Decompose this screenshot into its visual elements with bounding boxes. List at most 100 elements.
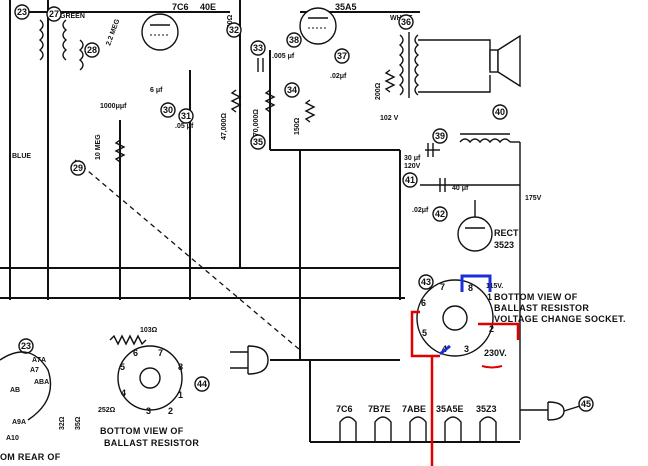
svg-text:1: 1 [487, 292, 492, 302]
svg-text:39: 39 [435, 131, 445, 141]
resistor-10meg [114, 139, 126, 163]
c-30-label: 30 μf [404, 155, 421, 162]
c-02-label: .02μf [330, 73, 347, 80]
svg-text:43: 43 [421, 277, 431, 287]
dashed-link [74, 159, 301, 351]
svg-text:32: 32 [229, 25, 239, 35]
svg-text:34: 34 [287, 85, 297, 95]
c-005-label: .005 μf [272, 53, 295, 60]
mf-label: 6 μf [150, 87, 163, 94]
tube-7c6-b-label: 40E [200, 2, 216, 12]
red-jumper-right [478, 322, 520, 340]
ac-plug-icon [230, 345, 269, 375]
ballast-note-line1: BOTTOM VIEW OF [100, 426, 184, 436]
svg-text:2: 2 [489, 324, 494, 334]
blue-label: BLUE [12, 153, 31, 160]
svg-text:35: 35 [253, 137, 263, 147]
tube-7c6-label: 7C6 [172, 2, 189, 12]
ballast-val-3: 35Ω [75, 416, 82, 430]
heater-string [339, 416, 497, 442]
green-label: GREEN [60, 13, 85, 20]
rect-label: RECT [494, 228, 519, 238]
svg-text:AB: AB [10, 387, 20, 394]
svg-text:7: 7 [158, 348, 163, 358]
c-102v-label: 102 V [380, 115, 399, 122]
heater-7c6 [339, 416, 357, 442]
svg-text:36: 36 [401, 17, 411, 27]
heater-35z3 [479, 416, 497, 442]
heater-label-1: 7C6 [336, 404, 353, 414]
svg-text:6: 6 [421, 298, 426, 308]
svg-text:29: 29 [73, 163, 83, 173]
svg-text:45: 45 [581, 399, 591, 409]
r-150-label: 150Ω [294, 117, 301, 135]
svg-text:5: 5 [120, 362, 125, 372]
v175-label: 175V [525, 195, 542, 202]
resistor-150 [304, 99, 316, 123]
svg-text:8: 8 [178, 362, 183, 372]
band-switch-wafer: A7A A7 ABA AB A9A A10 [0, 351, 52, 442]
tube-35a5-envelope [299, 7, 337, 45]
socket-note-line1: BOTTOM VIEW OF [494, 292, 578, 302]
filter-choke [459, 138, 511, 144]
svg-text:5: 5 [422, 328, 427, 338]
r-200-label: 200Ω [375, 82, 382, 100]
svg-text:8: 8 [468, 283, 473, 293]
svg-text:4: 4 [121, 388, 126, 398]
tube-35a5-label: 35A5 [335, 2, 357, 12]
svg-text:A7A: A7A [32, 357, 46, 364]
cap-1000-label: 1000μμf [100, 103, 127, 110]
blue-jumper-mark-2 [439, 344, 451, 356]
svg-text:2: 2 [168, 406, 173, 416]
svg-text:1: 1 [178, 390, 183, 400]
v115-label: 115V. [486, 283, 503, 290]
resistor-200 [384, 69, 396, 93]
callout-markers: 23 27 28 29 30 31 32 33 34 35 36 37 38 3… [14, 4, 594, 412]
tube-7c6-envelope [141, 13, 179, 51]
if-coil-2 [62, 19, 68, 61]
c-40-label: 40 μf [452, 185, 469, 192]
if-coil-1 [38, 19, 44, 61]
ballast-note-line2: BALLAST RESISTOR [104, 438, 199, 448]
heater-label-3: 7ABE [402, 404, 426, 414]
r-470000-label: 470,000Ω [253, 109, 260, 140]
svg-text:23: 23 [21, 341, 31, 351]
pilot-switch [520, 401, 565, 421]
r-10meg-label: 10 MEG [95, 134, 102, 160]
heater-label-5: 35Z3 [476, 404, 497, 414]
ballast-103-resistor [109, 334, 147, 346]
pilot-switch-lead [563, 405, 581, 412]
resistor-470000 [264, 89, 276, 113]
c-02b-label: .02μf [412, 207, 429, 214]
speaker-icon [497, 34, 521, 88]
ballast-val-2: 32Ω [59, 416, 66, 430]
r-103-label: 103Ω [140, 327, 158, 334]
svg-text:A7: A7 [30, 367, 39, 374]
voltage-change-socket: 8 1 2 3 4 5 6 7 [416, 279, 494, 357]
blue-jumper-mark [460, 274, 492, 292]
output-transformer-primary [398, 34, 404, 96]
socket-note-line3: VOLTAGE CHANGE SOCKET. [494, 314, 626, 324]
svg-text:41: 41 [405, 175, 415, 185]
svg-text:3: 3 [146, 406, 151, 416]
svg-text:7: 7 [440, 282, 445, 292]
r-47000-label: 47,000Ω [221, 113, 228, 140]
svg-text:40: 40 [495, 107, 505, 117]
rear-of-label: OM REAR OF [0, 452, 61, 462]
meg22-label: 2.2 MEG [105, 18, 121, 47]
output-transformer-secondary [414, 34, 420, 96]
c-120v-label: 120V [404, 163, 421, 170]
svg-text:37: 37 [337, 51, 347, 61]
ballast-val-1: 252Ω [98, 407, 116, 414]
svg-text:44: 44 [197, 379, 207, 389]
heater-7abe [409, 416, 427, 442]
svg-text:30: 30 [163, 105, 173, 115]
svg-text:33: 33 [253, 43, 263, 53]
socket-center [442, 305, 468, 331]
svg-text:A10: A10 [6, 435, 19, 442]
svg-text:42: 42 [435, 209, 445, 219]
v230-label: 230V. [484, 348, 507, 358]
svg-text:28: 28 [87, 45, 97, 55]
rect-tube-label: 3523 [494, 240, 514, 250]
heater-label-4: 35A5E [436, 404, 464, 414]
